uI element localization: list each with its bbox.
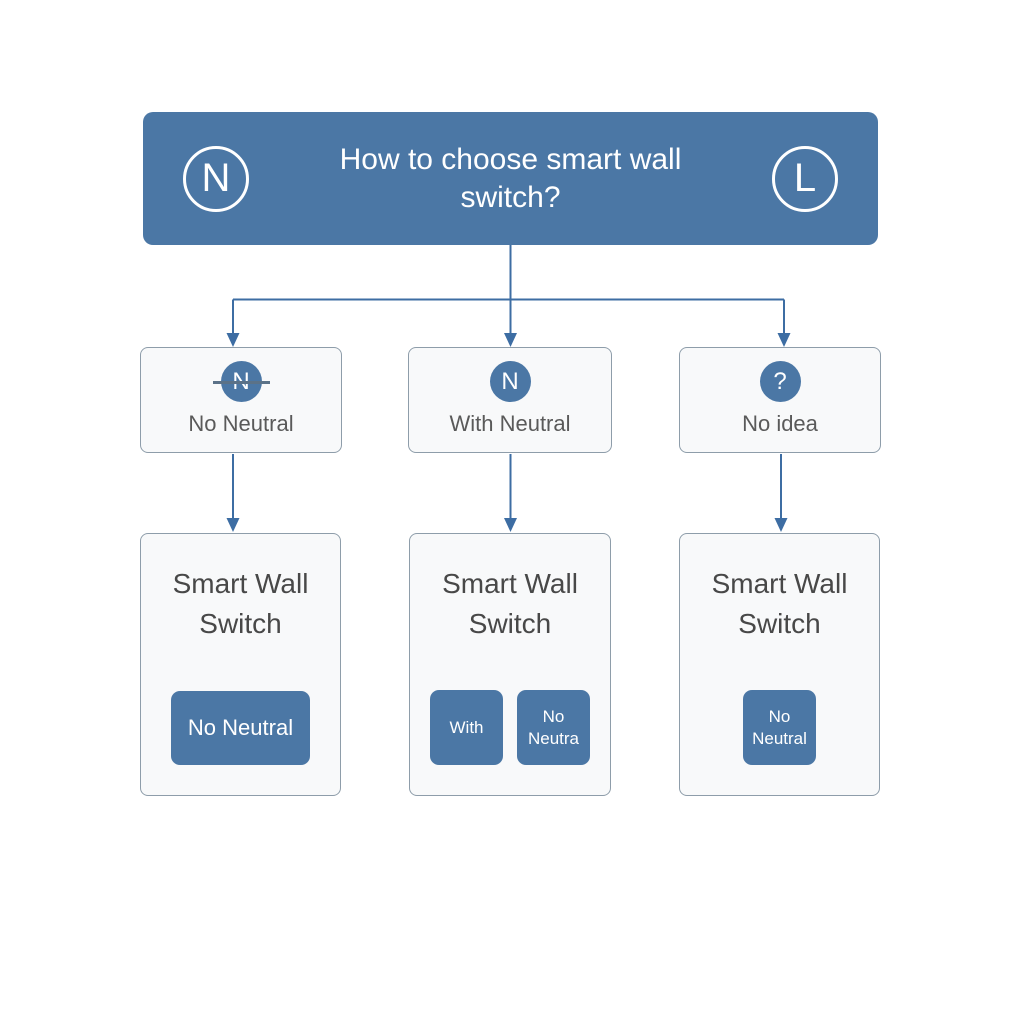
header-box: N How to choose smart wall switch? L <box>143 112 878 245</box>
arrowhead-mid-bottom <box>504 518 517 532</box>
no-neutral-icon: N <box>212 361 270 402</box>
switch-button-no-neutral: No Neutral <box>743 690 816 765</box>
neutral-wire-letter: N <box>201 156 231 200</box>
condition-box-no-idea: ? No idea <box>679 347 881 453</box>
switch-button-row: No Neutral <box>141 691 340 765</box>
condition-box-no-neutral: N No Neutral <box>140 347 342 453</box>
result-box-no-neutral: Smart Wall Switch No Neutral <box>140 533 341 796</box>
switch-button-row: With No Neutra <box>410 690 610 765</box>
neutral-wire-icon: N <box>183 145 249 212</box>
condition-label: With Neutral <box>449 411 571 436</box>
switch-button-row: No Neutral <box>680 690 879 765</box>
neutral-icon: N <box>489 361 531 402</box>
question-badge: ? <box>759 361 801 402</box>
arrowhead-right-top <box>777 333 791 347</box>
switch-button-no-neutral: No Neutra <box>517 690 590 765</box>
condition-label: No idea <box>742 411 818 436</box>
result-title: Smart Wall Switch <box>172 568 309 639</box>
result-title: Smart Wall Switch <box>711 568 848 639</box>
condition-box-with-neutral: N With Neutral <box>408 347 612 453</box>
page-title: How to choose smart wall switch? <box>339 143 682 214</box>
question-icon: ? <box>759 361 801 402</box>
arrowhead-left-top <box>226 333 240 347</box>
arrowhead-mid-top <box>504 333 517 347</box>
live-wire-letter: L <box>793 156 817 200</box>
switch-button-no-neutral: No Neutral <box>171 691 310 765</box>
strike-line <box>212 380 270 384</box>
condition-label: No Neutral <box>188 411 294 436</box>
result-title: Smart Wall Switch <box>442 568 578 639</box>
live-wire-icon: L <box>772 145 838 212</box>
n-badge: N <box>489 361 531 402</box>
arrowhead-right-bottom <box>774 518 788 532</box>
result-box-with-neutral: Smart Wall Switch With No Neutra <box>409 533 611 796</box>
switch-button-with: With <box>430 690 503 765</box>
arrowhead-left-bottom <box>226 518 240 532</box>
result-box-no-idea: Smart Wall Switch No Neutral <box>679 533 880 796</box>
